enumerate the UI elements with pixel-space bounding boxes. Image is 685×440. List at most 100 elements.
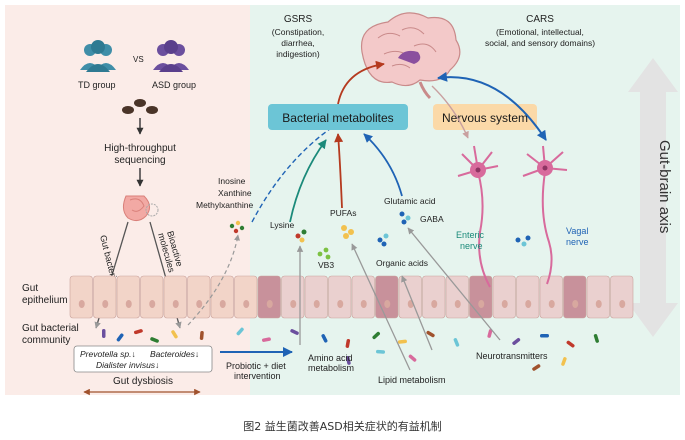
gut-epithelium-band	[69, 275, 634, 319]
figure-caption: 图2 益生菌改善ASD相关症状的有益机制	[243, 420, 442, 433]
arrow-glutamic-to-metabolites	[363, 133, 403, 197]
epithelial-cell	[516, 275, 540, 319]
epithelial-cell	[69, 275, 93, 319]
cell-nucleus	[125, 300, 132, 308]
epithelial-cell	[304, 275, 328, 319]
gut-community-label-line1: Gut bacterial	[22, 323, 79, 334]
inosine-label: Inosine	[218, 176, 246, 186]
gsrs-title: GSRS	[284, 14, 313, 25]
cell-nucleus	[454, 300, 461, 308]
epithelial-cell	[492, 275, 516, 319]
td-group-label: TD group	[78, 80, 116, 90]
bacteria-sample-icon	[145, 203, 159, 217]
epithelial-cell	[563, 275, 587, 319]
gsrs-line3: indigestion)	[276, 49, 320, 59]
enteric-neuron-icon	[457, 145, 499, 288]
lysine-label: Lysine	[270, 220, 295, 230]
vb3-label: VB3	[318, 260, 334, 270]
epithelial-cell	[422, 275, 446, 319]
diagram-canvas: Gut-brain axis TD group VS ASD group Hig…	[5, 5, 680, 396]
cell-nucleus	[196, 300, 203, 308]
bacteria-icon	[561, 357, 567, 366]
cell-nucleus	[501, 300, 508, 308]
pufas-label: PUFAs	[330, 208, 356, 218]
cell-nucleus	[149, 300, 156, 308]
arrow-to-organic-acids	[401, 275, 433, 351]
epithelial-cell	[163, 275, 187, 319]
cell-nucleus	[360, 300, 367, 308]
epithelial-cell	[187, 275, 211, 319]
metabolite-molecules-icon	[295, 211, 531, 260]
gut-epithelium-label-line2: epithelium	[22, 295, 68, 306]
inosine-molecules-icon	[229, 220, 245, 234]
vagal-neuron-icon	[522, 145, 568, 285]
epithelial-cell	[210, 275, 234, 319]
bacteria-icon	[102, 329, 106, 338]
arrow-pufas-to-metabolites	[334, 133, 344, 209]
cars-line2: social, and sensory domains)	[485, 38, 595, 48]
epithelial-cell	[140, 275, 164, 319]
bacteria-icon	[566, 340, 575, 348]
right-panel-background	[250, 5, 680, 395]
bacteria-icon	[512, 338, 521, 345]
gut-dysbiosis-label: Gut dysbiosis	[113, 376, 173, 387]
epithelial-cell	[445, 275, 469, 319]
bacteria-scatter	[102, 327, 599, 371]
bacterial-metabolites-label: Bacterial metabolites	[282, 111, 393, 125]
epithelial-cell	[93, 275, 117, 319]
arrow-lysine-to-metabolites	[289, 139, 327, 223]
bacteria-icon	[532, 364, 541, 371]
enteric-nerve-label-line2: nerve	[460, 241, 483, 251]
vagal-nerve-label-line2: nerve	[566, 237, 589, 247]
high-throughput-label-line2: sequencing	[114, 155, 165, 166]
enteric-nerve-label-line1: Enteric	[456, 230, 485, 240]
cell-nucleus	[548, 300, 555, 308]
epithelial-cell	[328, 275, 352, 319]
bacteroides-label: Bacteroides↓	[150, 349, 199, 359]
bacteria-icon	[372, 331, 380, 340]
epithelial-cell	[610, 275, 634, 319]
vs-label: VS	[133, 55, 144, 64]
cell-nucleus	[431, 300, 438, 308]
high-throughput-label-line1: High-throughput	[104, 143, 176, 154]
vagal-nerve-label-line1: Vagal	[566, 226, 588, 236]
xanthine-label: Xanthine	[218, 188, 252, 198]
probiotic-label-line1: Probiotic + diet	[226, 361, 286, 371]
gut-brain-axis-label: Gut-brain axis	[656, 140, 673, 233]
bacteria-icon	[261, 337, 271, 342]
bacteria-icon	[116, 333, 124, 342]
bacteria-icon	[171, 330, 178, 339]
bacterial-metabolites-box	[268, 104, 408, 130]
cell-nucleus	[478, 300, 485, 308]
dialister-label: Dialister invisus↓	[96, 360, 159, 370]
cell-nucleus	[219, 300, 226, 308]
gaba-label: GABA	[420, 214, 444, 224]
amino-acid-label-line1: Amino acid	[308, 353, 353, 363]
prevotella-label: Prevotella sp.↓	[80, 349, 136, 359]
dashed-arrow-bioactive	[187, 234, 241, 326]
poop-icon	[122, 99, 158, 114]
epithelial-cell	[234, 275, 258, 319]
epithelial-cell	[257, 275, 281, 319]
epithelial-cell	[375, 275, 399, 319]
intestine-icon	[122, 195, 150, 222]
cars-title: CARS	[526, 14, 554, 25]
cell-nucleus	[384, 300, 391, 308]
arrow-neuro-to-gaba	[407, 227, 501, 341]
neurotransmitters-label: Neurotransmitters	[476, 351, 548, 361]
bacteria-icon	[376, 349, 386, 354]
arrow-brain-enteric	[431, 85, 469, 139]
dysbiosis-box	[73, 345, 213, 373]
lipid-metabolism-label: Lipid metabolism	[378, 375, 446, 385]
cell-nucleus	[313, 300, 320, 308]
cell-nucleus	[619, 300, 626, 308]
cars-line1: (Emotional, intellectual,	[496, 27, 584, 37]
bacteria-icon	[199, 330, 204, 340]
gut-epithelium-label-line1: Gut	[22, 283, 38, 294]
cell-nucleus	[172, 300, 179, 308]
bacteria-icon	[487, 329, 493, 338]
bacteria-icon	[453, 338, 460, 347]
probiotic-label-line2: intervention	[234, 371, 281, 381]
brain-icon	[360, 12, 461, 100]
epithelial-cell	[586, 275, 610, 319]
